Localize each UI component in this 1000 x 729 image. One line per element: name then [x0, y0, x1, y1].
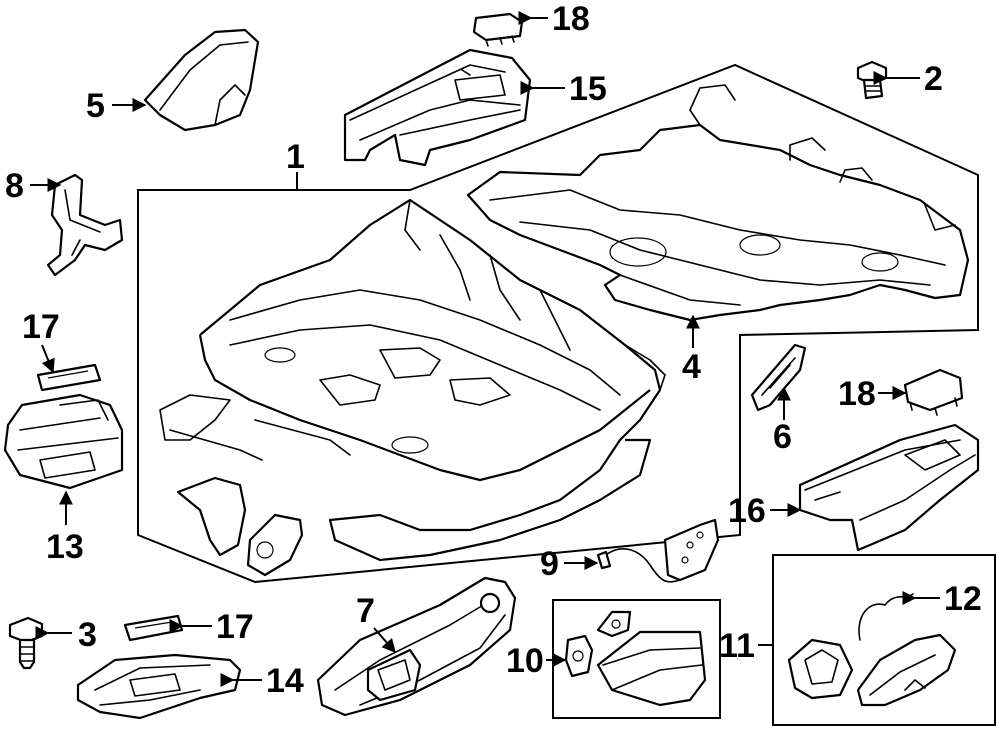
kit-10-parts	[564, 610, 707, 707]
callout-1: 1	[286, 138, 305, 176]
kit-11-box	[772, 554, 996, 726]
part-3-screw	[8, 616, 44, 670]
part-16-side-shield	[798, 423, 980, 552]
part-6-bracket	[750, 343, 807, 412]
part-18-cap-top	[472, 12, 524, 47]
callout-4: 4	[682, 348, 701, 386]
callout-12: 12	[944, 580, 982, 618]
callout-2: 2	[924, 60, 943, 98]
part-17-pad-upper	[36, 363, 102, 392]
part-4-seat-pan	[466, 84, 970, 322]
leader-lines	[30, 11, 940, 687]
part-15-side-shield	[343, 48, 532, 167]
part-13-trim-cover	[3, 393, 124, 490]
callout-labels: 1 2 3 4 5 6 7 8 9 10 11 12 13 14 15 16 1…	[5, 0, 982, 700]
part-1-seat-frame	[159, 198, 666, 577]
kit-11-parts	[787, 593, 957, 707]
callout-16: 16	[728, 492, 766, 530]
part-14-front-trim	[76, 653, 242, 720]
callout-15: 15	[569, 70, 607, 108]
callout-6: 6	[773, 418, 792, 456]
part-7-side-panel	[316, 576, 517, 717]
callout-9: 9	[540, 545, 559, 583]
part-5-recliner-cover	[143, 28, 260, 132]
callout-8: 8	[5, 167, 24, 205]
part-17-pad-lower	[123, 614, 184, 642]
callout-17-lower: 17	[216, 608, 254, 646]
callout-7: 7	[356, 592, 375, 630]
callout-11: 11	[719, 627, 755, 665]
part-18-cap-side	[903, 368, 964, 416]
callout-17-upper: 17	[22, 308, 60, 346]
callout-14: 14	[266, 662, 304, 700]
part-2-bolt	[856, 60, 888, 100]
callout-18-top: 18	[552, 0, 590, 38]
part-9-cable	[596, 518, 720, 583]
callout-13: 13	[46, 528, 84, 566]
callout-5: 5	[86, 87, 105, 125]
callout-10: 10	[506, 642, 544, 680]
callout-3: 3	[78, 616, 97, 654]
callout-18-side: 18	[838, 375, 876, 413]
part-8-bracket	[46, 173, 124, 277]
seat-frame-assembly-outline	[137, 63, 979, 584]
